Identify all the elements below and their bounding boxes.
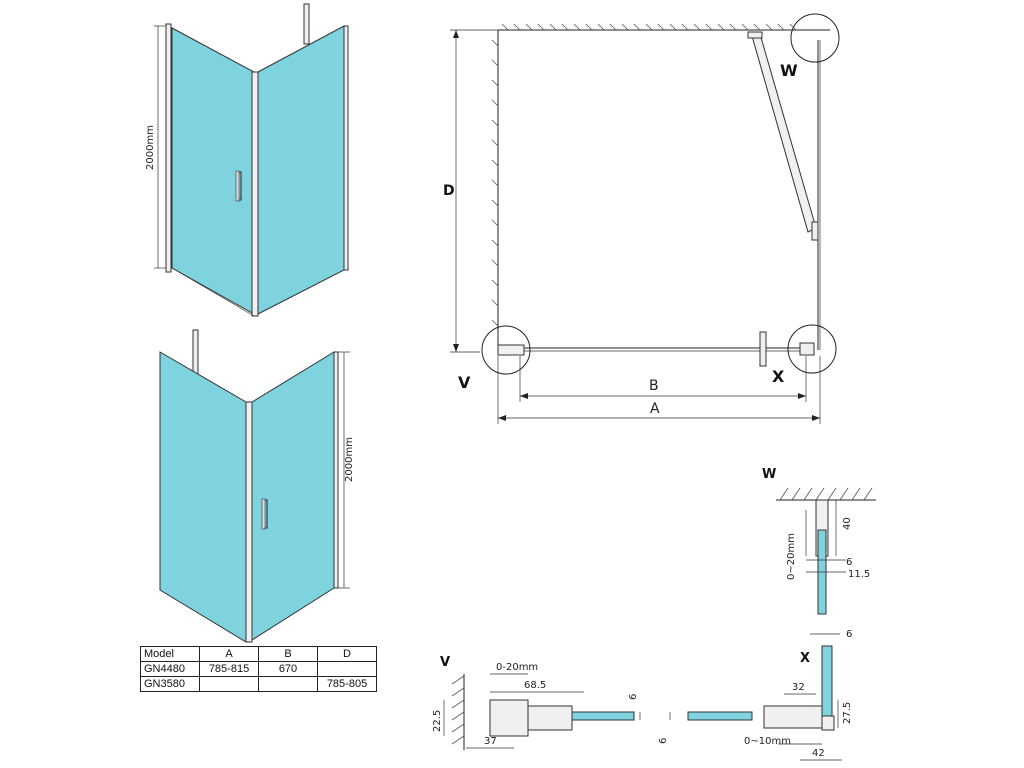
- plan-dim-d: D: [443, 183, 455, 199]
- detail-w-dim-0-20: 0~20mm: [786, 533, 797, 580]
- detail-v-dim-22-5: 22.5: [432, 710, 443, 732]
- table-header: Model: [140, 646, 200, 662]
- detail-w-dim-11-5: 11.5: [848, 569, 870, 580]
- detail-v: V 0-20mm 68.5 6 22.5 37: [432, 655, 641, 750]
- lower-enclosure-view: 2000mm: [159, 329, 355, 643]
- detail-mid-dim-6: 6: [658, 738, 669, 744]
- model-table: Model A B D GN4480 785-815 670 GN3580 78…: [140, 646, 377, 692]
- plan-label-v: V: [458, 373, 471, 392]
- plan-view: D B A W V X: [443, 13, 840, 424]
- plan-label-w: W: [780, 61, 798, 80]
- detail-v-title: V: [440, 655, 450, 670]
- detail-x-dim-6: 6: [846, 629, 852, 640]
- table-header: D: [317, 646, 377, 662]
- table-cell: [199, 676, 259, 692]
- table-cell: GN4480: [140, 661, 200, 677]
- detail-v-dim-37: 37: [484, 736, 497, 747]
- table-header: A: [199, 646, 259, 662]
- plan-dim-b: B: [649, 378, 659, 394]
- upper-enclosure-view: 2000mm: [145, 3, 349, 317]
- table-cell: [258, 676, 318, 692]
- detail-x-dim-0-10: 0~10mm: [744, 736, 791, 747]
- plan-dim-a: A: [650, 401, 660, 417]
- table-row: GN3580 785-805: [140, 676, 377, 692]
- detail-w-dim-40: 40: [842, 517, 853, 530]
- detail-v-dim-6: 6: [628, 694, 639, 700]
- table-cell: GN3580: [140, 676, 200, 692]
- detail-x-dim-27-5: 27.5: [842, 702, 853, 724]
- plan-label-x: X: [772, 367, 785, 386]
- detail-w-title: W: [762, 467, 776, 482]
- table-cell: [317, 661, 377, 677]
- detail-x-title: X: [800, 651, 810, 666]
- detail-x: X 6 32 27.5 0~10mm 42: [744, 629, 853, 761]
- detail-v-dim-0-20: 0-20mm: [496, 662, 538, 673]
- detail-w: W 40 0~20mm 6 11.5: [762, 467, 876, 615]
- lower-height-label: 2000mm: [344, 437, 355, 482]
- detail-w-dim-6: 6: [846, 557, 852, 568]
- table-header-row: Model A B D: [140, 646, 377, 662]
- detail-mid: 6: [658, 711, 753, 744]
- table-row: GN4480 785-815 670: [140, 661, 377, 677]
- table-cell: 785-815: [199, 661, 259, 677]
- detail-v-dim-68-5: 68.5: [524, 680, 546, 691]
- table-cell: 785-805: [317, 676, 377, 692]
- table-cell: 670: [258, 661, 318, 677]
- table-header: B: [258, 646, 318, 662]
- detail-x-dim-42: 42: [812, 748, 825, 759]
- detail-x-dim-32: 32: [792, 682, 805, 693]
- upper-height-label: 2000mm: [145, 125, 156, 170]
